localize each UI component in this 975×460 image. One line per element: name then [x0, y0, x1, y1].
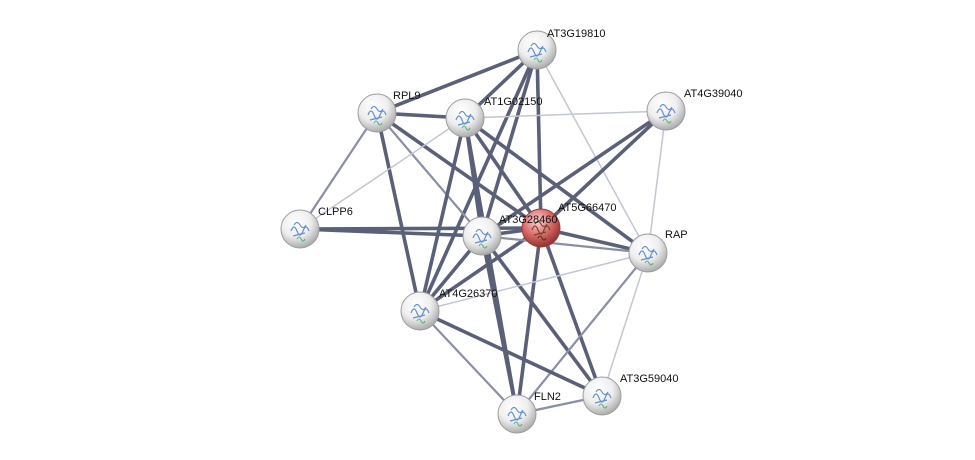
edge-at5g66470-at3g59040: [539, 226, 604, 398]
node-label: CLPP6: [318, 206, 353, 218]
protein-structure-icon: [507, 406, 527, 422]
protein-structure-icon: [527, 42, 547, 58]
protein-structure-icon: [367, 105, 387, 121]
edge-at3g19810-at4g26370: [418, 48, 539, 313]
node-at4g39040[interactable]: AT4G39040: [646, 88, 743, 131]
node-rap[interactable]: RAP: [628, 229, 688, 273]
edge-at3g28460-fln2: [480, 234, 519, 416]
node-bubble[interactable]: [497, 394, 537, 434]
node-at3g19810[interactable]: AT3G19810: [517, 28, 606, 70]
edge-at1g02150-clpp6: [299, 117, 466, 230]
node-at5g66470[interactable]: AT5G66470: [521, 202, 617, 248]
protein-structure-icon: [533, 57, 543, 63]
edge-at3g19810-rap: [536, 49, 649, 254]
protein-structure-icon: [455, 110, 475, 126]
edge-at4g39040-at5g66470: [539, 109, 668, 230]
protein-structure-icon: [373, 120, 383, 126]
node-bubble[interactable]: [357, 93, 397, 133]
node-bubble[interactable]: [462, 216, 502, 256]
protein-structure-icon: [638, 245, 658, 261]
edge-rap-at4g26370: [419, 252, 649, 312]
edge-at3g19810-rpl9: [375, 48, 539, 115]
edge-at1g02150-at4g26370: [418, 116, 467, 313]
protein-structure-icon: [410, 303, 430, 319]
node-rpl9[interactable]: RPL9: [357, 90, 421, 133]
protein-structure-icon: [472, 228, 492, 244]
node-fln2[interactable]: FLN2: [497, 391, 561, 434]
edge-at3g19810-at3g28460: [480, 48, 539, 238]
node-label: RPL9: [393, 90, 421, 102]
protein-structure-icon: [537, 235, 547, 241]
protein-structure-icon: [592, 388, 612, 404]
node-at3g59040[interactable]: AT3G59040: [582, 373, 679, 416]
edge-rap-at3g59040: [601, 252, 649, 397]
node-bubble[interactable]: [646, 91, 686, 131]
node-bubble[interactable]: [521, 208, 561, 248]
node-label: FLN2: [534, 391, 561, 403]
node-at4g26370[interactable]: AT4G26370: [400, 288, 498, 331]
node-clpp6[interactable]: CLPP6: [280, 206, 353, 249]
node-bubble[interactable]: [280, 209, 320, 249]
node-label: RAP: [665, 229, 688, 241]
node-label: AT1G02150: [484, 96, 543, 108]
protein-structure-icon: [656, 103, 676, 119]
protein-structure-icon: [644, 260, 654, 266]
edge-clpp6-at3g28460: [298, 227, 484, 238]
node-at3g28460[interactable]: AT3G28460: [462, 214, 558, 256]
node-label: AT4G39040: [684, 88, 743, 100]
protein-structure-icon: [296, 236, 306, 242]
protein-structure-icon: [513, 421, 523, 427]
edge-rpl9-at4g26370: [375, 111, 422, 313]
edge-at1g02150-at4g39040: [464, 110, 667, 119]
protein-structure-icon: [598, 403, 608, 409]
edge-at3g28460-at3g59040: [480, 234, 604, 398]
edge-at4g26370-fln2: [418, 309, 519, 416]
node-label: AT3G59040: [620, 373, 679, 385]
edge-at4g39040-at3g28460: [480, 109, 668, 238]
node-bubble[interactable]: [582, 376, 622, 416]
edge-rpl9-at3g28460: [375, 111, 484, 238]
node-label: AT3G28460: [499, 214, 558, 226]
protein-structure-icon: [461, 125, 471, 131]
edge-at4g39040-rap: [647, 110, 667, 254]
edge-at5g66470-at4g26370: [418, 226, 543, 313]
edge-at5g66470-fln2: [515, 226, 543, 416]
node-label: AT5G66470: [558, 202, 617, 214]
edge-at3g19810-at5g66470: [535, 48, 543, 230]
edge-at3g28460-rap: [480, 234, 650, 255]
protein-structure-icon: [531, 220, 551, 236]
node-bubble[interactable]: [517, 30, 557, 70]
edge-rpl9-at5g66470: [375, 111, 543, 230]
node-bubble[interactable]: [628, 233, 668, 273]
edge-at1g02150-at5g66470: [463, 116, 543, 230]
node-label: AT4G26370: [439, 288, 498, 300]
protein-structure-icon: [416, 318, 426, 324]
edge-rap-fln2: [515, 251, 650, 416]
protein-structure-icon: [290, 221, 310, 237]
node-bubble[interactable]: [445, 98, 485, 138]
node-at1g02150[interactable]: AT1G02150: [445, 96, 543, 138]
node-label: AT3G19810: [547, 28, 606, 40]
protein-structure-icon: [662, 118, 672, 124]
edge-rpl9-clpp6: [298, 111, 379, 231]
node-bubble[interactable]: [400, 291, 440, 331]
edge-at4g26370-at3g59040: [418, 309, 604, 398]
protein-structure-icon: [478, 243, 488, 249]
